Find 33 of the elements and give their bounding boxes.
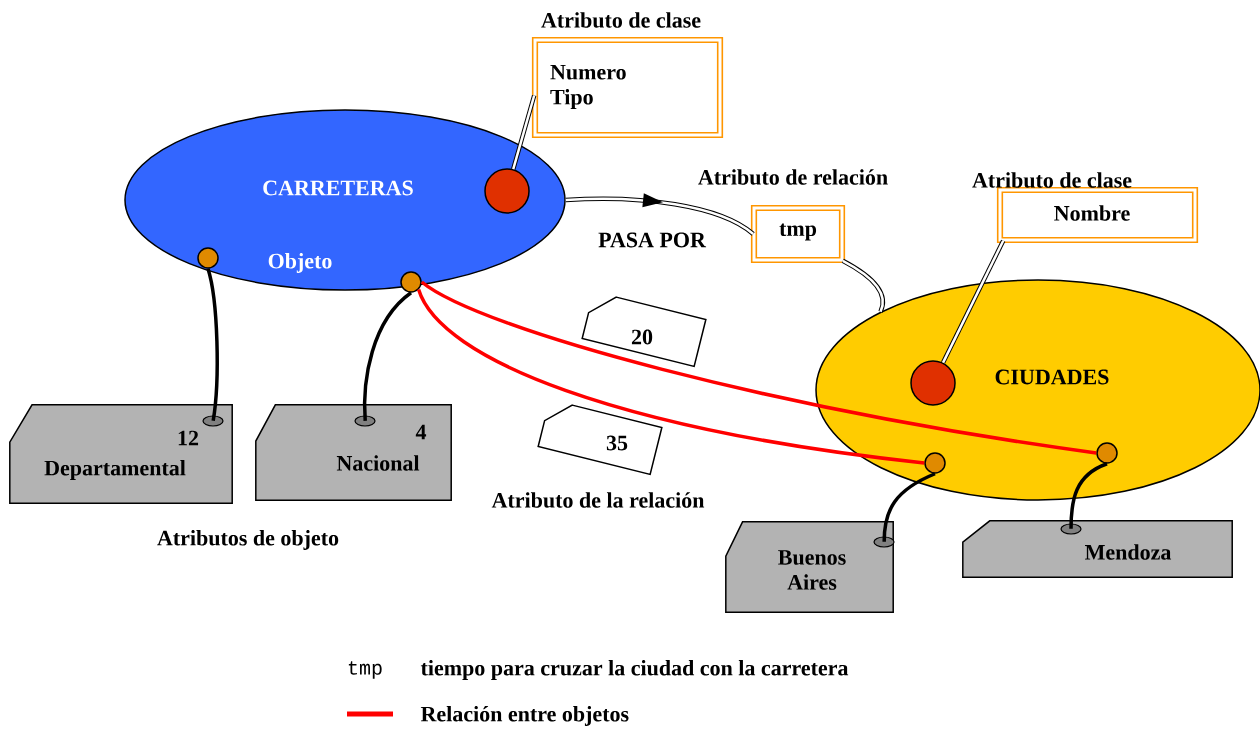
attribute-box: Numero Tipo [531,36,724,139]
relation-line [417,288,925,465]
attribute-tag: 4 Nacional [255,404,452,501]
attribute-dot [910,360,956,406]
heading-label: Atributo de clase [541,12,701,28]
attribute-dot [484,168,530,214]
connector [941,239,1006,364]
heading-label: Atributo de clase [972,172,1132,188]
relation-line [420,280,1097,455]
connector [1069,462,1108,529]
connector [511,94,537,170]
annotation-label: Atributos de objeto [157,530,339,550]
connector [362,291,413,421]
attribute-tag: 12 Departamental [9,404,233,504]
legend-label: Relación entre objetos [420,706,629,726]
attribute-box: tmp [750,204,846,264]
arrow [565,193,755,236]
attribute-tag: 35 [537,404,663,476]
annotation-label: Atributo de la relación [491,492,705,508]
attribute-dot [197,247,219,269]
heading-label: Atributo de relación [698,169,888,185]
annotation-label: tmp [348,661,382,679]
attribute-dot [1096,442,1118,464]
edge-label: PASA POR [596,230,708,250]
attribute-tag: Mendoza [962,520,1233,578]
attribute-tag: 20 [581,296,707,368]
attribute-dot [400,271,422,293]
attribute-dot [924,452,946,474]
attribute-tag: Buenos Aires [725,521,895,613]
legend-label: tiempo para cruzar la ciudad con la carretera [420,660,849,680]
connector [882,472,936,542]
connector [841,258,885,313]
connector [206,268,219,422]
